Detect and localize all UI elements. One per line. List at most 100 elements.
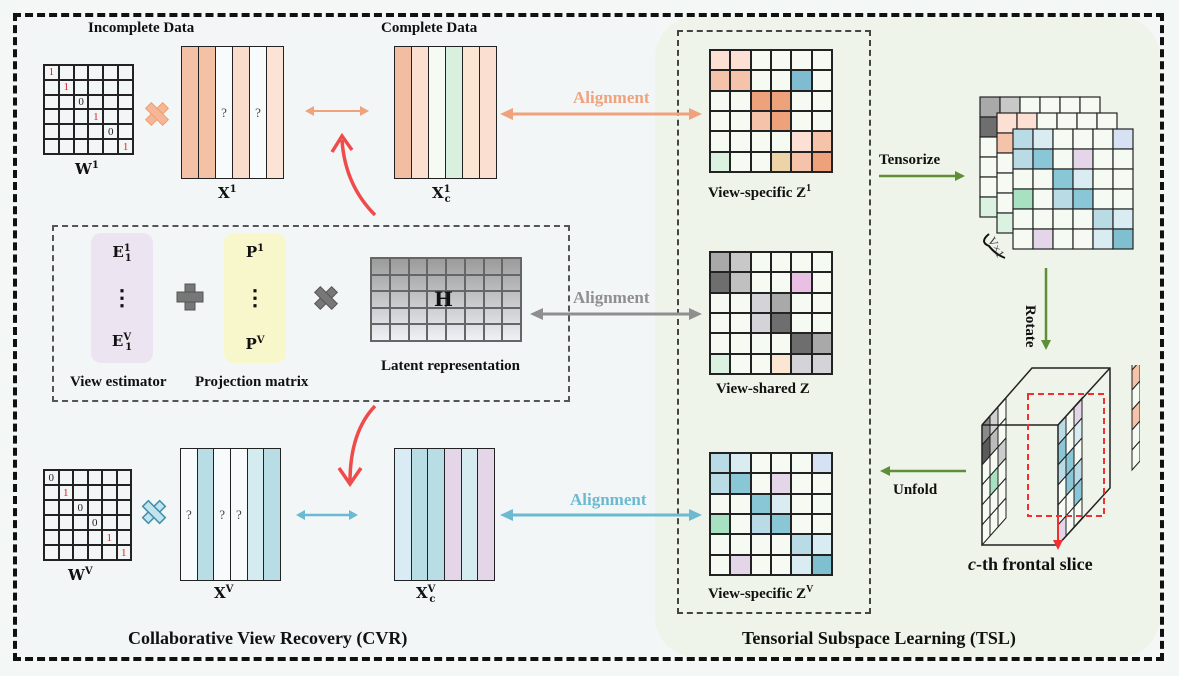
h-cell [502, 324, 521, 341]
z-cell [730, 90, 751, 111]
x1-incomplete-matrix: ?? [181, 46, 284, 179]
z-cell [771, 534, 792, 555]
z-cell [750, 292, 771, 313]
rotate-arrow-icon [1041, 268, 1051, 350]
x1-label: X1 [218, 184, 237, 202]
matrix-cell [118, 109, 133, 125]
matrix-cell [73, 545, 88, 560]
matrix-cell: 0 [73, 500, 88, 515]
z-cell [791, 453, 812, 474]
z-cell [771, 493, 792, 514]
h-cell [502, 274, 521, 292]
matrix-cell [73, 470, 88, 485]
matrix-cell [73, 65, 89, 80]
matrix-cell [58, 94, 74, 110]
h-cell [389, 258, 409, 275]
wv-label: WV [68, 566, 93, 584]
w1-label: W1 [75, 160, 99, 178]
h-cell [408, 307, 428, 325]
matrix-cell [73, 139, 89, 154]
z-cell [750, 473, 771, 494]
z-cell [771, 292, 792, 313]
z-cell [730, 131, 751, 152]
matrix-cell [44, 545, 59, 560]
xc1-complete-matrix [394, 46, 497, 179]
alignment-label-bottom: Alignment [570, 490, 647, 509]
matrix-cell [58, 124, 74, 140]
matrix-cell [44, 109, 59, 125]
tensor-cell [1032, 148, 1054, 170]
matrix-cell [73, 79, 89, 95]
tensor-cell [1092, 228, 1114, 250]
matrix-cell [58, 545, 73, 560]
z-cell [710, 493, 731, 514]
z-cell [791, 514, 812, 535]
z-cell [750, 493, 771, 514]
tensor-cell [1072, 148, 1094, 170]
z-cell [791, 131, 812, 152]
z-cell [811, 90, 832, 111]
matrix-cell [73, 530, 88, 545]
matrix-cell [103, 109, 119, 125]
z-cell [791, 493, 812, 514]
z-cell [791, 534, 812, 555]
matrix-cell [87, 530, 102, 545]
red-curved-arrow-up-icon [330, 132, 377, 217]
matrix-cell [44, 94, 59, 110]
z-cell [710, 514, 731, 535]
h-cell [371, 307, 390, 325]
matrix-cell: 1 [116, 545, 131, 560]
matrix-cell [58, 65, 74, 80]
h-cell [408, 324, 428, 341]
z-cell [811, 272, 832, 293]
z-cell [730, 473, 751, 494]
matrix-cell [58, 109, 74, 125]
tensor-cell [1052, 128, 1074, 150]
z-cell [791, 151, 812, 172]
z-cell [771, 353, 792, 374]
z-cell [791, 353, 812, 374]
cvr-section-title: Collaborative View Recovery (CVR) [128, 628, 408, 648]
h-cell [446, 258, 465, 275]
matrix-column [264, 449, 281, 580]
z-cell [750, 131, 771, 152]
x1-double-arrow-icon [305, 106, 369, 116]
tensor-cell [1032, 168, 1054, 190]
tensor-cell [1052, 228, 1074, 250]
matrix-column [233, 47, 250, 178]
matrix-column [247, 449, 265, 580]
xv-double-arrow-icon [296, 510, 358, 520]
matrix-cell [116, 515, 131, 530]
matrix-column [197, 449, 215, 580]
z-cell [771, 70, 792, 91]
z-cell [791, 111, 812, 132]
unfold-label: Unfold [893, 482, 938, 498]
view-specific-z1-matrix [709, 49, 833, 173]
tensor-cell [1112, 228, 1134, 250]
alignment-label-top: Alignment [573, 88, 650, 107]
z-shared-label: View-shared Z [716, 381, 810, 397]
matrix-cell [103, 79, 119, 95]
matrix-cell [88, 124, 104, 140]
z-cell [771, 111, 792, 132]
matrix-cell [44, 485, 59, 500]
z-cell [771, 453, 792, 474]
h-cell [371, 324, 390, 341]
tensor-cell [1032, 128, 1054, 150]
tensor-cell [1112, 128, 1134, 150]
z-matrices-dashed-box [677, 30, 871, 614]
matrix-cell: 1 [44, 65, 59, 80]
matrix-cell: 1 [118, 139, 133, 154]
z-cell [791, 252, 812, 273]
rotate-label: Rotate [1022, 305, 1038, 348]
matrix-cell: 0 [44, 470, 59, 485]
matrix-cell [118, 65, 133, 80]
matrix-cell: 1 [102, 530, 117, 545]
matrix-cell [58, 530, 73, 545]
matrix-cell [102, 545, 117, 560]
h-cell [389, 324, 409, 341]
matrix-column: ? [181, 449, 198, 580]
z-cell [791, 90, 812, 111]
matrix-column [182, 47, 199, 178]
h-cell [371, 258, 390, 275]
